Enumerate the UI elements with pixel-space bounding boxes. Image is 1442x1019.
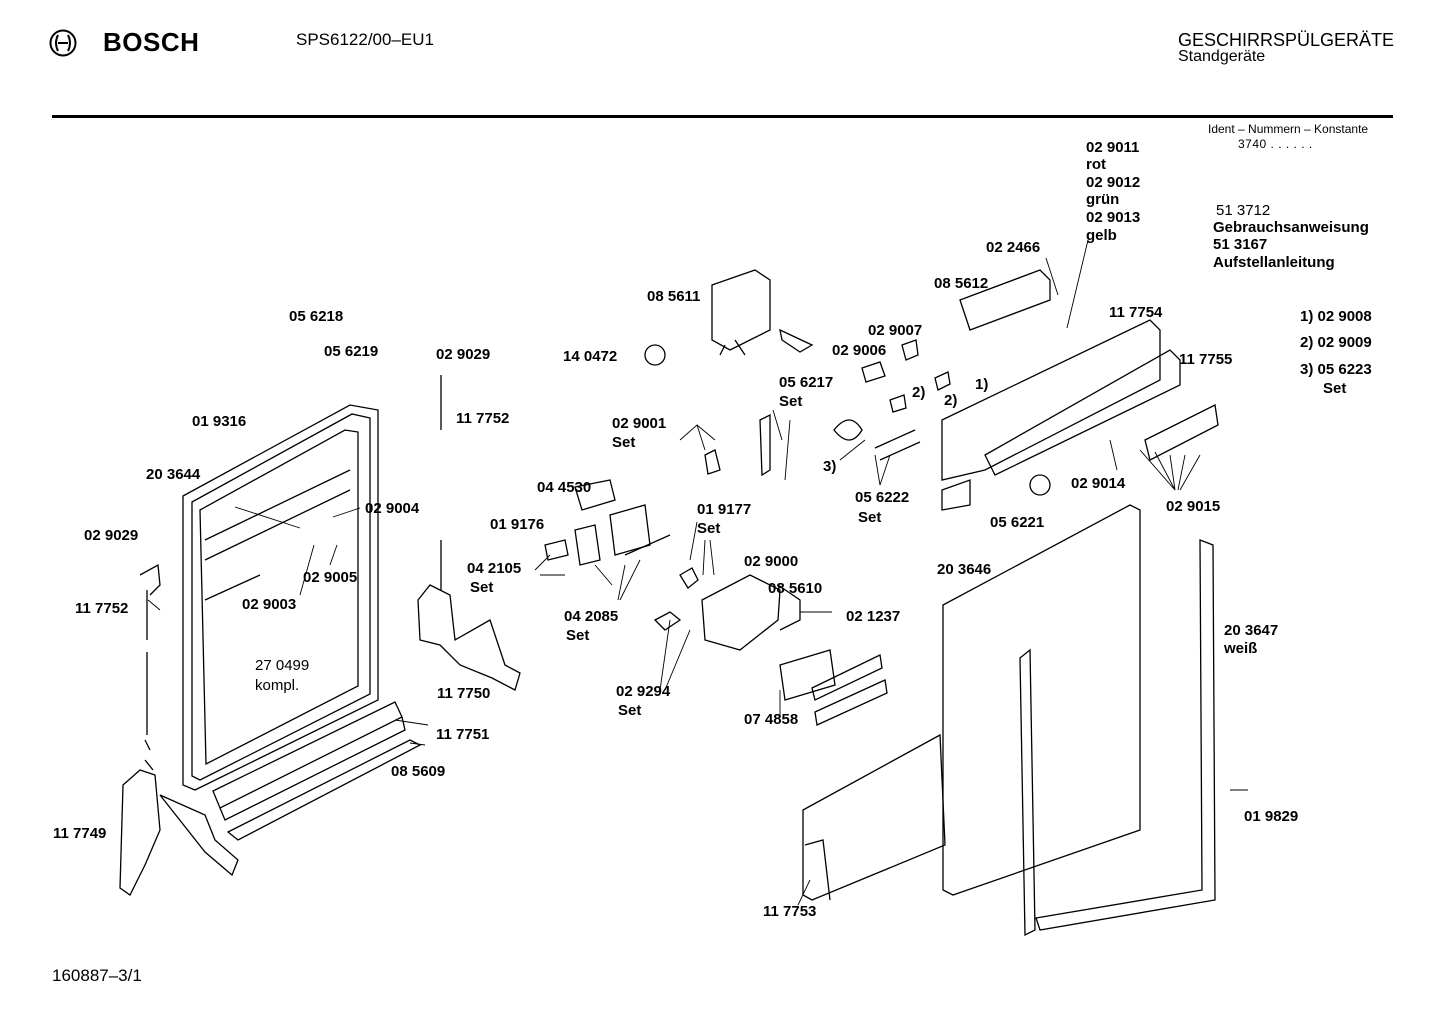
inner-door-frame — [182, 404, 379, 791]
doc-label-manual: Gebrauchsanweisung — [1213, 219, 1369, 236]
part-label-203647: 20 3647 — [1224, 622, 1279, 639]
part-label-029015: 02 9015 — [1166, 498, 1221, 515]
footnote-3-set: Set — [1323, 380, 1347, 397]
part-label-029000: 02 9000 — [744, 553, 799, 570]
dispenser-assembly — [544, 479, 888, 726]
part-label-117753: 11 7753 — [763, 903, 817, 920]
part-label-056219: 05 6219 — [324, 343, 379, 360]
part-label-019316: 01 9316 — [192, 413, 247, 430]
part-label-117754: 11 7754 — [1109, 304, 1163, 321]
part-label-042085: 04 2085 — [564, 608, 619, 625]
left-hinge — [119, 563, 239, 896]
outer-door-panel — [942, 504, 1141, 896]
part-label-022466: 02 2466 — [986, 239, 1041, 256]
part-label-029014: 02 9014 — [1071, 475, 1126, 492]
footnote-1: 1) 02 9008 — [1300, 308, 1372, 325]
part-label-029011: 02 9011 — [1086, 139, 1140, 156]
part-label-056221: 05 6221 — [990, 514, 1045, 531]
callout-2: 2) — [944, 392, 958, 409]
footnote-2: 2) 02 9009 — [1300, 334, 1372, 351]
part-color-029012: grün — [1086, 191, 1120, 208]
part-label-029012: 02 9012 — [1086, 174, 1141, 191]
part-label-056218: 05 6218 — [289, 308, 344, 325]
appliance-category: GESCHIRRSPÜLGERÄTE — [1178, 30, 1395, 50]
part-label-085611: 08 5611 — [647, 288, 701, 305]
part-set-056222: Set — [858, 509, 882, 526]
bosch-logo-icon — [49, 29, 77, 57]
part-label-029004: 02 9004 — [365, 500, 420, 517]
part-label-117751: 11 7751 — [436, 726, 490, 743]
part-label-019176: 01 9176 — [490, 516, 545, 533]
part-label-085609: 08 5609 — [391, 763, 446, 780]
part-label-056222: 05 6222 — [855, 489, 910, 506]
part-note-270499: kompl. — [255, 677, 300, 694]
part-set-019177: Set — [697, 520, 721, 537]
part-label-029294: 02 9294 — [616, 683, 671, 700]
part-label-044530: 04 4530 — [537, 479, 592, 496]
part-color-203647: weiß — [1224, 640, 1258, 657]
part-set-056217: Set — [779, 393, 803, 410]
part-label-021237: 02 1237 — [846, 608, 901, 625]
misc-small-parts — [704, 339, 951, 477]
part-set-029294: Set — [618, 702, 642, 719]
header-divider — [52, 115, 1393, 118]
model-number: SPS6122/00–EU1 — [296, 30, 434, 49]
part-set-042085: Set — [566, 627, 590, 644]
part-label-029029-left: 02 9029 — [84, 527, 139, 544]
part-label-117749: 11 7749 — [53, 825, 107, 842]
part-label-074858: 07 4858 — [744, 711, 799, 728]
doc-code-manual: 51 3712 — [1216, 202, 1271, 219]
part-label-029005: 02 9005 — [303, 569, 358, 586]
brand-name: BOSCH — [103, 27, 200, 57]
part-label-029001: 02 9001 — [612, 415, 667, 432]
callout-3: 3) — [823, 458, 837, 475]
part-label-056217: 05 6217 — [779, 374, 834, 391]
callout-2-b: 2) — [912, 384, 926, 401]
part-color-029011: rot — [1086, 156, 1106, 173]
part-label-117750: 11 7750 — [437, 685, 491, 702]
part-label-140472: 14 0472 — [563, 348, 618, 365]
part-label-029007: 02 9007 — [868, 322, 923, 339]
part-label-203646: 20 3646 — [937, 561, 992, 578]
part-label-117752-right: 11 7752 — [456, 410, 510, 427]
part-color-029013: gelb — [1086, 227, 1117, 244]
part-label-085610: 08 5610 — [768, 580, 823, 597]
part-set-042105: Set — [470, 579, 494, 596]
control-panel — [941, 269, 1219, 511]
bottom-trim-rail — [212, 701, 422, 841]
ident-value: 3740 . . . . . . — [1238, 137, 1313, 151]
part-label-019177: 01 9177 — [697, 501, 752, 518]
drawing-id: 160887–3/1 — [52, 966, 142, 985]
kick-plate — [802, 733, 946, 901]
appliance-subcategory: Standgeräte — [1178, 48, 1266, 65]
part-label-203644: 20 3644 — [146, 466, 201, 483]
part-label-029029-right: 02 9029 — [436, 346, 491, 363]
footnote-3: 3) 05 6223 — [1300, 361, 1372, 378]
part-label-029013: 02 9013 — [1086, 209, 1141, 226]
part-label-029006: 02 9006 — [832, 342, 887, 359]
doc-code-install: 51 3167 — [1213, 236, 1268, 253]
part-label-019829: 01 9829 — [1244, 808, 1299, 825]
part-label-029003: 02 9003 — [242, 596, 297, 613]
part-label-270499: 27 0499 — [255, 657, 310, 674]
part-set-029001: Set — [612, 434, 636, 451]
part-label-042105: 04 2105 — [467, 560, 522, 577]
program-timer — [644, 269, 814, 366]
ident-title: Ident – Nummern – Konstante — [1208, 122, 1369, 136]
right-hinge — [417, 375, 521, 691]
leader-lines — [147, 239, 1248, 906]
part-label-117755: 11 7755 — [1179, 351, 1233, 368]
part-label-117752-left: 11 7752 — [75, 600, 129, 617]
side-trim-panel — [1019, 539, 1216, 937]
callout-1: 1) — [975, 376, 989, 393]
doc-label-install: Aufstellanleitung — [1213, 254, 1335, 271]
part-label-085612: 08 5612 — [934, 275, 989, 292]
